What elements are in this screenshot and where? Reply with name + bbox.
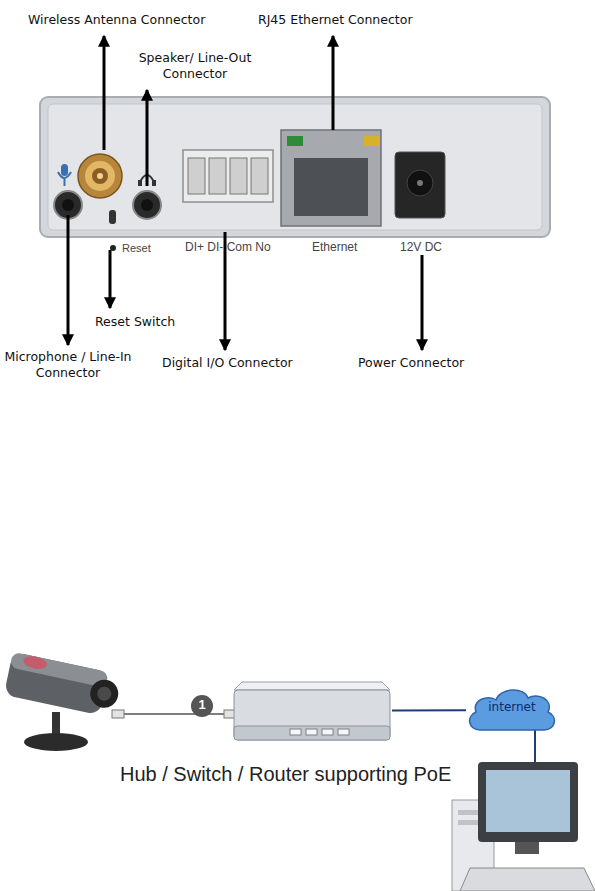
power-jack bbox=[395, 152, 445, 218]
panel-face bbox=[48, 104, 542, 230]
leader-arrow bbox=[103, 36, 106, 150]
camera-lens bbox=[96, 685, 113, 702]
camera-body bbox=[10, 652, 109, 688]
computer-monitor bbox=[478, 762, 578, 842]
ethernet-cable bbox=[122, 713, 226, 715]
part-label: Wireless Antenna Connector bbox=[28, 12, 205, 28]
reset-switch bbox=[109, 210, 116, 224]
headphone-icon bbox=[138, 180, 142, 186]
headphone-icon bbox=[152, 180, 156, 186]
part-label: Reset Switch bbox=[95, 314, 175, 330]
pin-names: DI+ DI- Com No bbox=[185, 240, 271, 256]
antenna-connector bbox=[78, 154, 122, 198]
callout-number: 1 bbox=[191, 697, 213, 714]
ethernet-opening bbox=[294, 158, 368, 216]
panel-marking: 12V DC bbox=[400, 240, 442, 256]
keyboard bbox=[460, 868, 595, 891]
microphone-jack bbox=[54, 191, 82, 219]
cable-plug bbox=[112, 710, 124, 718]
terminal-slot bbox=[230, 158, 247, 194]
link-led bbox=[287, 136, 303, 146]
node-outline bbox=[232, 676, 392, 746]
speaker-jack bbox=[133, 191, 161, 219]
part-label: RJ45 Ethernet Connector bbox=[258, 12, 413, 28]
speaker-jack bbox=[141, 199, 153, 211]
microphone-jack bbox=[62, 199, 74, 211]
monitor-screen bbox=[486, 770, 570, 832]
camera-body bbox=[4, 652, 109, 715]
leader-arrow bbox=[146, 90, 149, 186]
antenna-connector bbox=[92, 168, 108, 184]
panel-marking: Reset bbox=[122, 241, 151, 255]
switch-port bbox=[306, 729, 317, 735]
internet-cloud: internet bbox=[466, 686, 558, 734]
switch-port bbox=[322, 729, 333, 735]
microphone-icon bbox=[58, 172, 71, 186]
microphone-icon bbox=[61, 164, 68, 176]
terminal-block bbox=[183, 150, 273, 202]
part-label: Speaker/ Line-Out Connector bbox=[125, 50, 265, 83]
camera-stand bbox=[24, 733, 88, 751]
leader-arrow bbox=[421, 255, 424, 350]
network-switch: Hub / Switch / Router supporting PoE bbox=[232, 676, 392, 746]
callout-circle bbox=[191, 695, 213, 717]
terminal-slot bbox=[188, 158, 205, 194]
ethernet-jack bbox=[281, 130, 381, 226]
leader-arrow bbox=[67, 215, 70, 345]
leader-arrow bbox=[332, 36, 335, 130]
camera-lens bbox=[88, 677, 121, 710]
monitor-stand bbox=[515, 842, 539, 854]
back-panel bbox=[40, 97, 550, 237]
antenna-connector bbox=[97, 173, 103, 179]
device-caption: Hub / Switch / Router supporting PoE bbox=[120, 762, 451, 786]
part-label: Power Connector bbox=[358, 355, 464, 371]
cloud-label: internet bbox=[466, 700, 558, 714]
power-jack bbox=[407, 170, 433, 196]
network-link bbox=[392, 709, 466, 711]
activity-led bbox=[364, 136, 380, 146]
camera-dome bbox=[22, 654, 48, 671]
switch-top bbox=[234, 682, 390, 690]
part-label: Microphone / Line-In Connector bbox=[0, 349, 136, 382]
terminal-slot bbox=[251, 158, 268, 194]
switch-front bbox=[234, 726, 390, 740]
terminal-slot bbox=[209, 158, 226, 194]
network-line bbox=[534, 730, 536, 764]
switch-port bbox=[338, 729, 349, 735]
switch-port bbox=[290, 729, 301, 735]
panel-marking: Ethernet bbox=[312, 240, 357, 256]
part-label: Digital I/O Connector bbox=[162, 355, 293, 371]
switch-body bbox=[234, 690, 390, 740]
leader-arrow bbox=[109, 250, 112, 308]
power-jack bbox=[417, 180, 423, 186]
antenna-connector bbox=[85, 161, 115, 191]
